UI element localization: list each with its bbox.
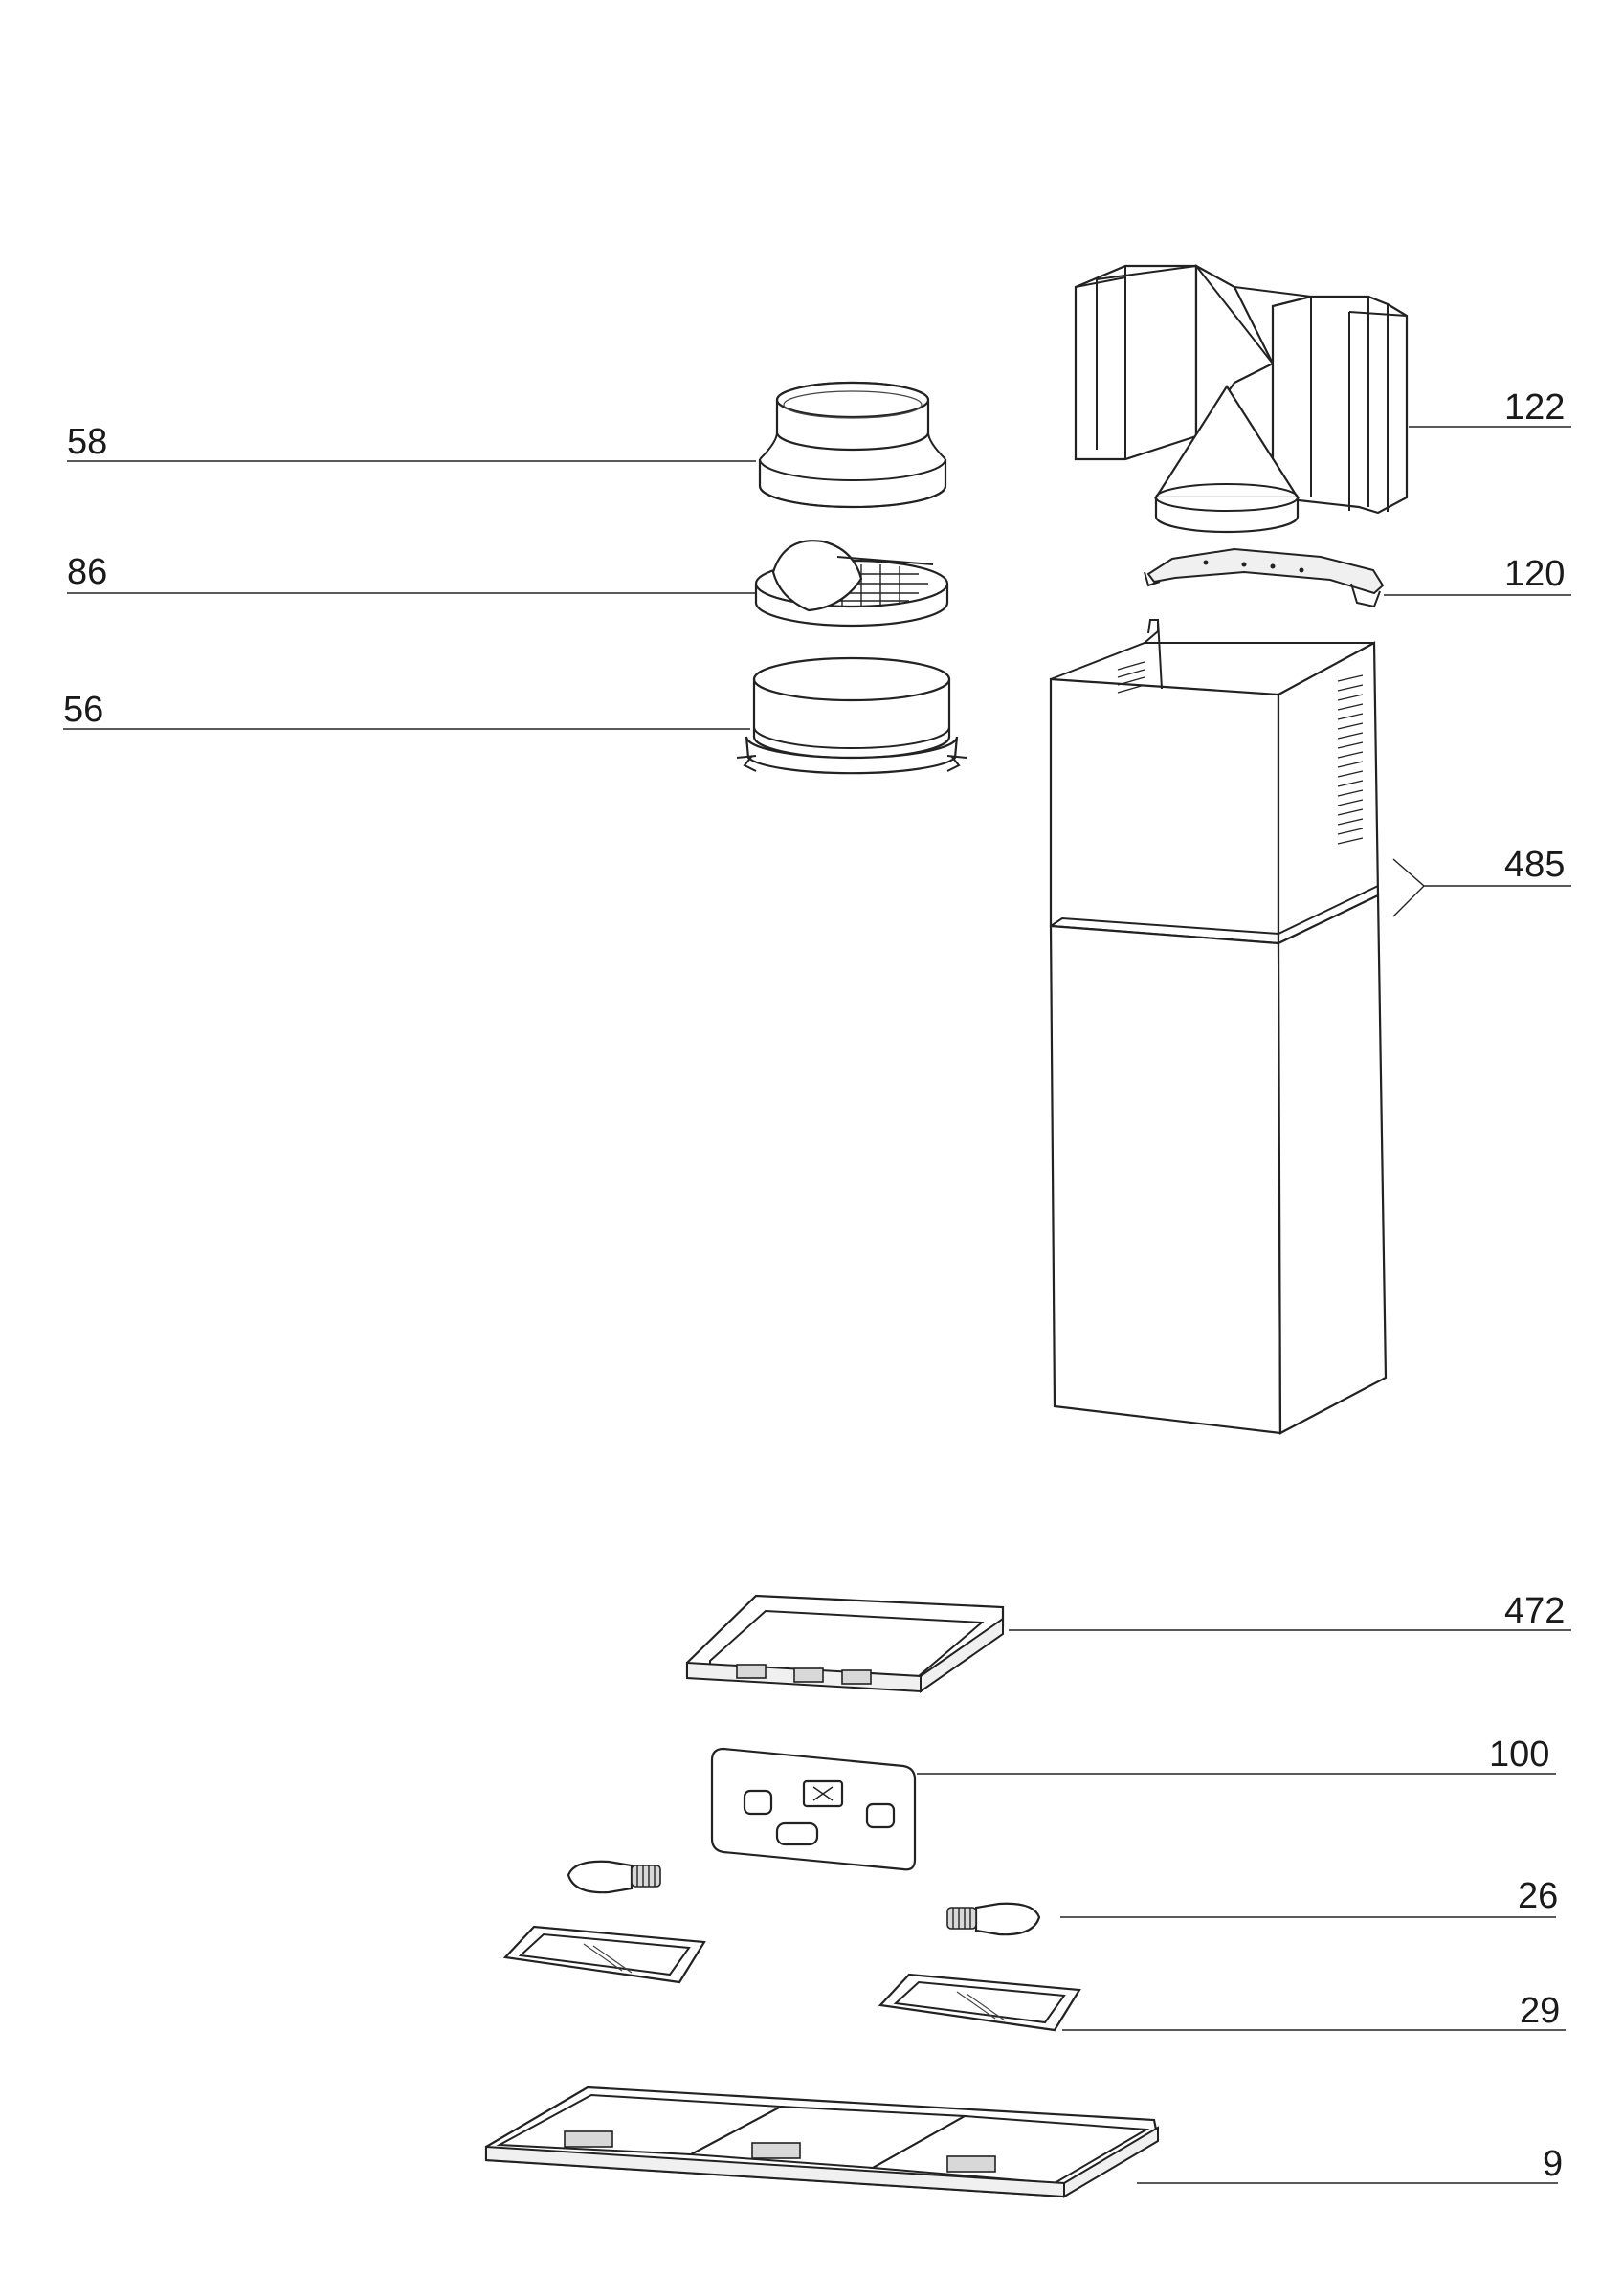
callout-58: 58	[67, 422, 107, 462]
part-26-bulbs	[567, 1860, 1041, 1936]
part-58-reducer-collar	[758, 381, 947, 509]
callout-56: 56	[63, 690, 103, 730]
leader-lines	[63, 426, 1571, 2184]
callout-122: 122	[1504, 387, 1565, 428]
callout-labels: 58 86 56 122 120 485 472 100 26 29 9	[63, 387, 1565, 2184]
part-485-chimney	[1049, 619, 1388, 1435]
callout-485: 485	[1504, 845, 1565, 885]
callout-29: 29	[1520, 1991, 1560, 2031]
part-472-frame	[685, 1594, 1005, 1693]
lamp-cover-right	[878, 1973, 1081, 2032]
part-9-grease-filters	[484, 2086, 1160, 2198]
part-86-backdraft-damper	[754, 540, 949, 628]
callout-100: 100	[1489, 1734, 1549, 1775]
part-122-duct-adapter	[1074, 264, 1409, 534]
lamp-cover-left	[502, 1925, 706, 1984]
part-56-outlet-ring	[736, 656, 967, 775]
bulb-left	[567, 1860, 661, 1894]
callout-9: 9	[1543, 2144, 1563, 2184]
part-120-bracket	[1144, 547, 1385, 608]
callout-26: 26	[1518, 1876, 1558, 1916]
part-29-lamp-covers	[502, 1925, 1081, 2032]
bulb-right	[946, 1902, 1041, 1936]
callout-86: 86	[67, 552, 107, 592]
callout-120: 120	[1504, 554, 1565, 594]
part-100-control-panel	[710, 1747, 917, 1871]
callout-472: 472	[1504, 1591, 1565, 1631]
